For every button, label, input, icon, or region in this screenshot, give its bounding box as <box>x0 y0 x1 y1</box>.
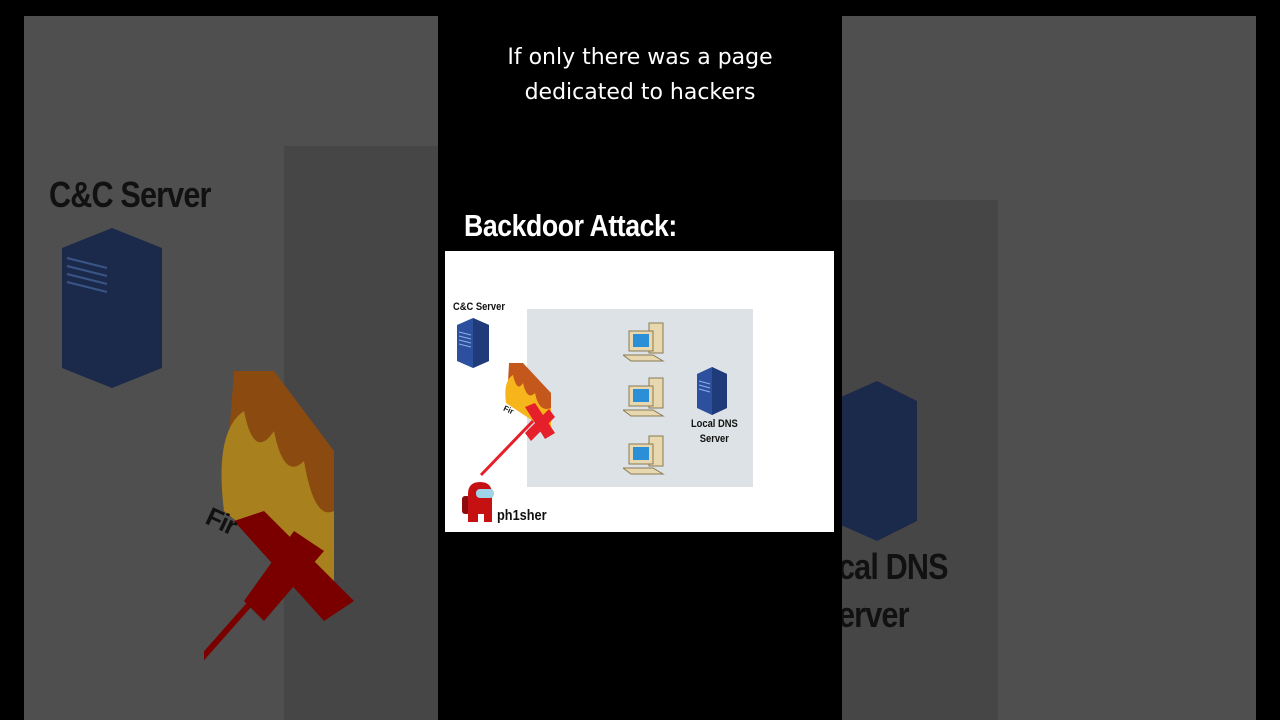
dns-label-line-1: Local DNS <box>690 418 738 430</box>
dns-server-label: Local DNS Server <box>688 417 741 447</box>
attacker-label: ph1sher <box>497 507 547 524</box>
cc-server-label: C&C Server <box>453 301 505 313</box>
blocked-attack-icon <box>479 403 555 477</box>
background-cc-label: C&C Server <box>49 174 211 215</box>
background-left-panel: C&C Server Fir <box>24 16 438 720</box>
dns-label-line-2: Server <box>699 433 729 445</box>
caption-line-1: If only there was a page <box>507 45 773 70</box>
background-right-panel: cal DNS erver <box>842 16 1256 720</box>
cc-server-icon <box>457 318 489 368</box>
workstation-icon <box>623 435 665 475</box>
dns-server-icon <box>697 367 727 415</box>
firewall-icon <box>204 371 354 661</box>
caption: If only there was a page dedicated to ha… <box>438 40 842 110</box>
caption-line-2: dedicated to hackers <box>524 80 756 105</box>
crewmate-icon <box>462 482 494 522</box>
server-icon <box>62 228 162 388</box>
page-title: Backdoor Attack: <box>464 208 677 243</box>
server-icon <box>842 381 917 541</box>
workstation-icon <box>623 322 665 362</box>
video-frame: If only there was a page dedicated to ha… <box>438 0 842 720</box>
background-dns-label-1: cal DNS <box>842 546 949 587</box>
workstation-icon <box>623 377 665 417</box>
background-dns-label-2: erver <box>842 594 909 635</box>
network-diagram: C&C Server Fir ph1sher Local DNS Server <box>445 251 834 532</box>
